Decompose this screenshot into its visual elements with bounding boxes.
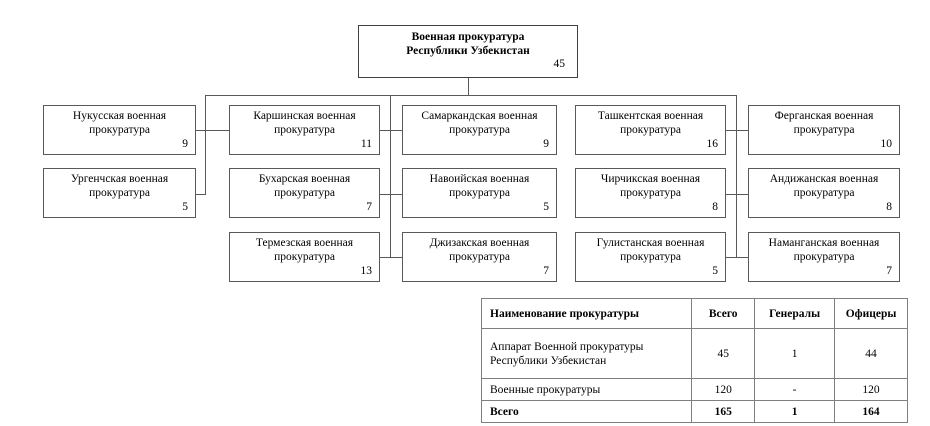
node-c2-r3-count: 13 bbox=[360, 265, 373, 277]
node-c1-r2-count: 5 bbox=[182, 201, 188, 213]
table-cell-generals: - bbox=[754, 378, 836, 401]
node-c5-r2-count: 8 bbox=[886, 201, 892, 213]
node-c5-r3-title: Наманганская военная прокуратура bbox=[768, 237, 880, 263]
node-c2-r1-count: 11 bbox=[360, 138, 372, 150]
node-c3-r3-count: 7 bbox=[543, 265, 549, 277]
node-c1-r1[interactable]: Нукусская военная прокуратура 9 bbox=[43, 105, 196, 155]
node-c5-r2[interactable]: Андижанская военная прокуратура 8 bbox=[748, 168, 900, 218]
node-c2-r1-title: Каршинская военная прокуратура bbox=[253, 110, 356, 136]
node-c4-r3[interactable]: Гулистанская военная прокуратура 5 bbox=[575, 232, 726, 282]
node-root[interactable]: Военная прокуратура Республики Узбекиста… bbox=[358, 25, 578, 78]
node-c2-r3-title: Термезская военная прокуратура bbox=[255, 237, 354, 263]
table-cell-generals: 1 bbox=[754, 328, 836, 379]
node-c4-r3-count: 5 bbox=[712, 265, 718, 277]
node-c1-r1-count: 9 bbox=[182, 138, 188, 150]
connector-main-bus bbox=[205, 95, 736, 96]
node-c3-r2[interactable]: Навоийская военная прокуратура 5 bbox=[402, 168, 557, 218]
node-c5-r1[interactable]: Ферганская военная прокуратура 10 bbox=[748, 105, 900, 155]
connector-root-drop bbox=[468, 78, 469, 96]
table-row: Военные прокуратуры 120 - 120 bbox=[480, 378, 908, 401]
connector-stub-c2r1b bbox=[380, 130, 391, 131]
connector-stub-c4r2 bbox=[726, 194, 737, 195]
node-c2-r1[interactable]: Каршинская военная прокуратура 11 bbox=[229, 105, 380, 155]
node-c3-r1-title: Самаркандская военная прокуратура bbox=[421, 110, 538, 136]
connector-stub-c3r2 bbox=[390, 194, 402, 195]
connector-riser-left bbox=[205, 95, 206, 195]
table-cell-officers: 164 bbox=[834, 400, 908, 423]
node-c3-r3[interactable]: Джизакская военная прокуратура 7 bbox=[402, 232, 557, 282]
node-c4-r2-title: Чирчикская военная прокуратура bbox=[600, 173, 701, 199]
table-row: Аппарат Военной прокуратуры Республики У… bbox=[480, 328, 908, 379]
node-c3-r1-count: 9 bbox=[543, 138, 549, 150]
table-cell-total: 45 bbox=[691, 328, 756, 379]
node-c4-r2[interactable]: Чирчикская военная прокуратура 8 bbox=[575, 168, 726, 218]
node-c3-r2-count: 5 bbox=[543, 201, 549, 213]
connector-stub-c4r1 bbox=[726, 130, 737, 131]
node-c4-r3-title: Гулистанская военная прокуратура bbox=[596, 237, 705, 263]
node-c5-r3-count: 7 bbox=[886, 265, 892, 277]
node-root-count: 45 bbox=[553, 58, 566, 70]
connector-stub-c5r3 bbox=[736, 257, 748, 258]
table-cell-total: 120 bbox=[691, 378, 756, 401]
node-c5-r1-count: 10 bbox=[880, 138, 893, 150]
connector-stub-c2r2 bbox=[380, 194, 391, 195]
node-c1-r2[interactable]: Ургенчская военная прокуратура 5 bbox=[43, 168, 196, 218]
node-c2-r2-count: 7 bbox=[366, 201, 372, 213]
node-root-title: Военная прокуратура Республики Узбекиста… bbox=[406, 31, 530, 57]
node-c5-r3[interactable]: Наманганская военная прокуратура 7 bbox=[748, 232, 900, 282]
summary-table: Наименование прокуратуры Всего Генералы … bbox=[480, 298, 908, 423]
connector-stub-c3r3 bbox=[390, 257, 402, 258]
table-cell-officers: 120 bbox=[834, 378, 908, 401]
connector-stub-c2r1 bbox=[205, 130, 229, 131]
node-c2-r2-title: Бухарская военная прокуратура bbox=[258, 173, 351, 199]
table-cell-name: Всего bbox=[480, 400, 693, 423]
connector-stub-c2r3 bbox=[380, 257, 391, 258]
connector-stub-c5r2 bbox=[736, 194, 748, 195]
node-c3-r2-title: Навоийская военная прокуратура bbox=[429, 173, 530, 199]
table-cell-officers: 44 bbox=[834, 328, 908, 379]
node-c2-r3[interactable]: Термезская военная прокуратура 13 bbox=[229, 232, 380, 282]
connector-stub-c3r1 bbox=[390, 130, 402, 131]
table-cell-total: 165 bbox=[691, 400, 756, 423]
table-row-total: Всего 165 1 164 bbox=[480, 400, 908, 423]
node-c2-r2[interactable]: Бухарская военная прокуратура 7 bbox=[229, 168, 380, 218]
table-cell-name: Военные прокуратуры bbox=[480, 378, 693, 401]
table-cell-generals: 1 bbox=[754, 400, 836, 423]
node-c3-r3-title: Джизакская военная прокуратура bbox=[429, 237, 530, 263]
table-header-name: Наименование прокуратуры bbox=[480, 298, 693, 329]
table-cell-name: Аппарат Военной прокуратуры Республики У… bbox=[480, 328, 693, 379]
node-c5-r2-title: Андижанская военная прокуратура bbox=[769, 173, 879, 199]
connector-stub-c4r3 bbox=[726, 257, 737, 258]
table-header-row: Наименование прокуратуры Всего Генералы … bbox=[480, 298, 908, 329]
connector-riser-right bbox=[736, 95, 737, 258]
connector-stub-c5r1 bbox=[736, 130, 748, 131]
connector-stub-c1r1 bbox=[196, 130, 206, 131]
table-header-total: Всего bbox=[691, 298, 756, 329]
node-c5-r1-title: Ферганская военная прокуратура bbox=[774, 110, 874, 136]
node-c1-r1-title: Нукусская военная прокуратура bbox=[72, 110, 167, 136]
table-header-generals: Генералы bbox=[754, 298, 836, 329]
node-c4-r1-count: 16 bbox=[706, 138, 719, 150]
node-c3-r1[interactable]: Самаркандская военная прокуратура 9 bbox=[402, 105, 557, 155]
node-c1-r2-title: Ургенчская военная прокуратура bbox=[70, 173, 169, 199]
node-c4-r1-title: Ташкентская военная прокуратура bbox=[597, 110, 704, 136]
table-header-officers: Офицеры bbox=[834, 298, 908, 329]
node-c4-r1[interactable]: Ташкентская военная прокуратура 16 bbox=[575, 105, 726, 155]
connector-riser-mid bbox=[390, 95, 391, 258]
node-c4-r2-count: 8 bbox=[712, 201, 718, 213]
connector-stub-c1r2 bbox=[196, 194, 206, 195]
